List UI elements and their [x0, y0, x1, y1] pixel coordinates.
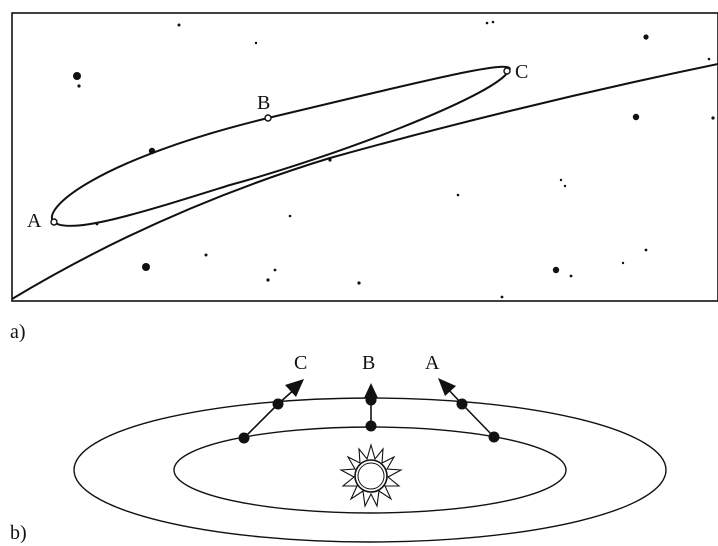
planet-position-b: [365, 394, 377, 406]
loop-tick: [95, 222, 99, 226]
loop-gap: [92, 183, 97, 187]
planet-position-a: [456, 398, 468, 410]
star: [77, 84, 81, 88]
star: [563, 184, 567, 188]
arrowhead-a-icon: [438, 378, 456, 396]
star: [569, 274, 573, 278]
star: [266, 278, 270, 282]
star: [204, 253, 208, 257]
arrowhead-c-icon: [285, 379, 304, 397]
point-c-label: C: [515, 61, 528, 83]
ecliptic-line: [11, 63, 718, 300]
earth-position-a: [488, 431, 500, 443]
earth-position-c: [238, 432, 250, 444]
sky-frame: [11, 12, 718, 302]
point-b-label: B: [257, 92, 270, 114]
arrow-c-label: C: [294, 352, 307, 374]
star: [357, 281, 361, 285]
star: [644, 248, 648, 252]
star: [456, 193, 460, 197]
panel-b: C B A: [73, 352, 667, 543]
star: [632, 113, 640, 121]
background-stars: [73, 20, 715, 299]
sightline-a: [461, 403, 495, 438]
star: [643, 34, 649, 40]
arrow-b-label: B: [362, 352, 375, 374]
star: [500, 295, 504, 299]
earth-position-b: [365, 420, 377, 432]
panel-a-label: a): [10, 321, 26, 343]
planet-position-c: [272, 398, 284, 410]
arrow-a-label: A: [425, 352, 440, 374]
point-a-label: A: [27, 210, 42, 232]
point-c-marker: [503, 67, 511, 75]
star: [142, 263, 150, 271]
point-b-marker: [264, 114, 272, 122]
star: [273, 268, 277, 272]
star: [621, 261, 625, 265]
sun-icon: [339, 442, 403, 508]
star: [177, 23, 181, 27]
star: [254, 41, 258, 45]
panel-b-label: b): [10, 522, 27, 544]
star: [552, 266, 560, 274]
panel-a: A B C: [11, 12, 718, 302]
star: [73, 72, 81, 80]
point-a-marker: [50, 218, 58, 226]
star: [559, 178, 563, 182]
loop-tick: [328, 158, 332, 162]
star: [491, 20, 495, 24]
arrowhead-b-icon: [364, 383, 378, 398]
sightline-c: [243, 403, 279, 439]
star: [288, 214, 292, 218]
star: [707, 57, 711, 61]
star: [711, 116, 715, 120]
star: [485, 21, 489, 25]
